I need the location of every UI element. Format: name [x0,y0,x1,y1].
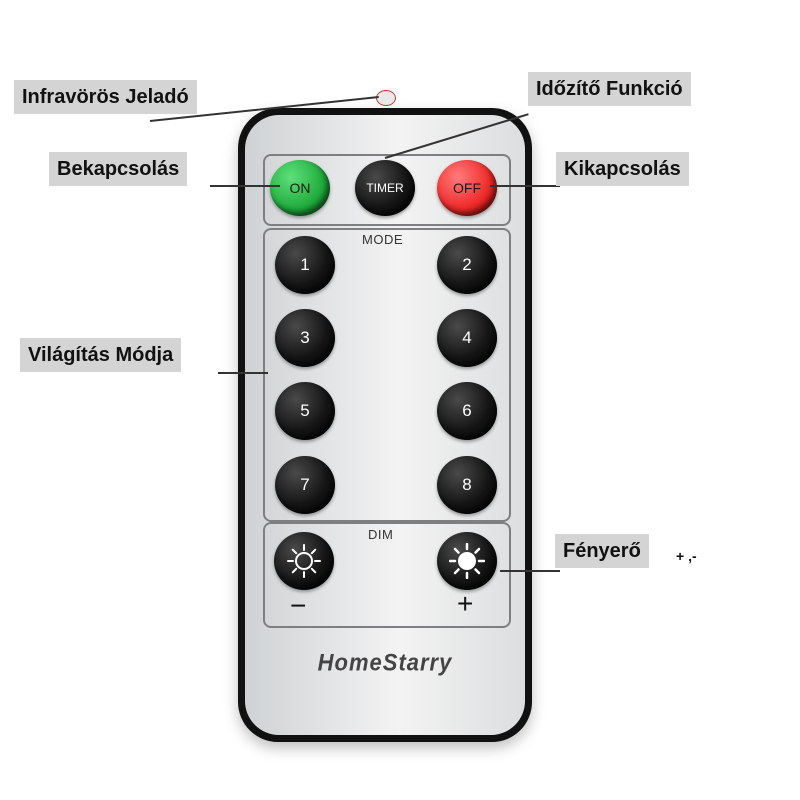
on-leader-line [210,185,280,187]
mode-button-5[interactable]: 5 [275,382,335,440]
timer-button[interactable]: TIMER [355,160,415,216]
off-leader-line [490,185,560,187]
timer-callout: Időzítő Funkció [528,72,691,106]
mode-button-6[interactable]: 6 [437,382,497,440]
dim-panel [263,522,511,628]
on-callout: Bekapcsolás [49,152,188,186]
ir-callout: Infravörös Jeladó [14,80,197,114]
mode-button-2[interactable]: 2 [437,236,497,294]
sun-filled-icon [449,543,485,579]
power-timer-panel [263,154,511,226]
off-callout: Kikapcsolás [556,152,689,186]
dim-down-button[interactable] [274,532,334,590]
mode-button-3[interactable]: 3 [275,309,335,367]
dim-up-button[interactable] [437,532,497,590]
sun-outline-icon [287,544,321,578]
off-button[interactable]: OFF [437,160,497,216]
mode-caption: MODE [362,232,403,247]
dim-plus-sign: + [457,588,474,619]
mode-leader-line [218,372,268,374]
mode-button-1[interactable]: 1 [275,236,335,294]
mode-panel [263,228,511,522]
brightness-leader-line [500,570,560,572]
mode-button-8[interactable]: 8 [437,456,497,514]
brightness-callout: Fényerő [555,534,649,568]
mode-callout: Világítás Módja [20,338,182,372]
mode-button-7[interactable]: 7 [275,456,335,514]
mode-button-4[interactable]: 4 [437,309,497,367]
on-button[interactable]: ON [270,160,330,216]
dim-caption: DIM [368,527,394,542]
ir-emitter [376,90,396,106]
dim-minus-sign: − [290,590,307,621]
brightness-suffix: + ,- [676,548,697,564]
brand-logo: HomeStarry [317,648,453,677]
